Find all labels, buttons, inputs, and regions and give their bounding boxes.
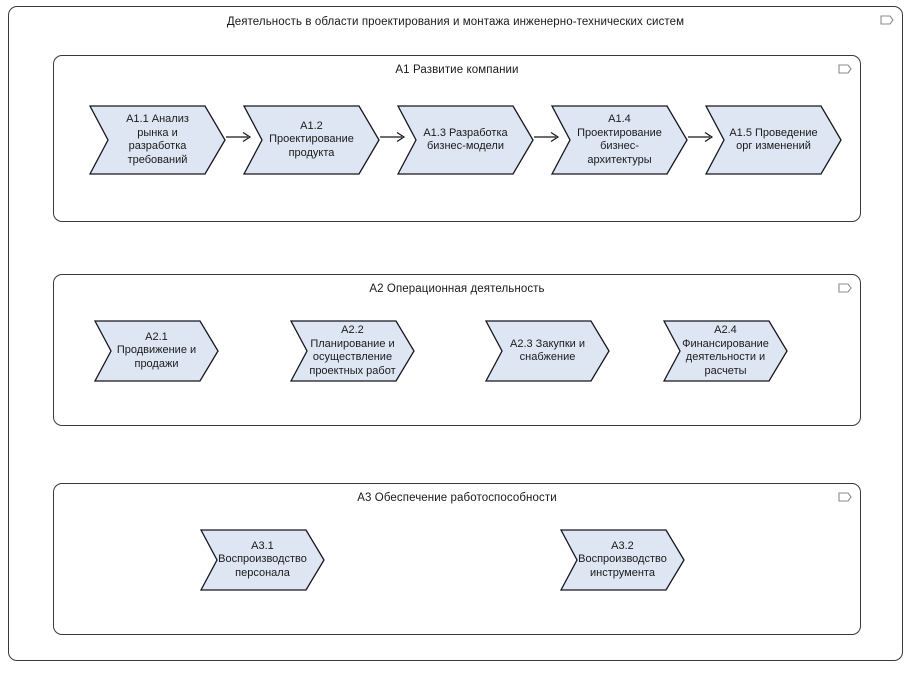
process-shape-label: A1.2 Проектирование продукта <box>269 119 354 159</box>
process-shape-label: A2.2 Планирование и осуществление проект… <box>309 324 396 377</box>
process-shape-a1-2[interactable]: A1.2 Проектирование продукта <box>243 105 380 175</box>
process-shape-a2-3[interactable]: A2.3 Закупки и снабжение <box>485 320 610 382</box>
group-title-a2: A2 Операционная деятельность <box>369 283 545 295</box>
group-box-a3[interactable]: A3 Обеспечение работоспособности <box>53 483 861 635</box>
process-shape-label: A3.2 Воспроизводство инструмента <box>578 539 667 579</box>
process-shape-a2-2[interactable]: A2.2 Планирование и осуществление проект… <box>290 320 415 382</box>
group-title-a3: A3 Обеспечение работоспособности <box>357 492 557 504</box>
process-shape-label: A2.3 Закупки и снабжение <box>510 337 585 364</box>
process-shape-label: A2.1 Продвижение и продажи <box>116 330 197 370</box>
connector-arrow-a1-4-to-a1-5 <box>688 131 714 143</box>
process-shape-label: A1.5 Проведение орг изменений <box>729 126 818 153</box>
process-shape-label: A1.3 Разработка бизнес-модели <box>423 126 508 153</box>
process-shape-label: A1.4 Проектирование бизнес- архитектуры <box>577 113 662 166</box>
group-title-a1: A1 Развитие компании <box>395 64 519 76</box>
process-shape-a2-1[interactable]: A2.1 Продвижение и продажи <box>94 320 219 382</box>
diagram-title: Деятельность в области проектирования и … <box>226 16 685 28</box>
process-shape-a3-1[interactable]: A3.1 Воспроизводство персонала <box>200 529 325 591</box>
process-shape-a1-1[interactable]: A1.1 Анализ рынка и разработка требовани… <box>89 105 226 175</box>
process-shape-a1-4[interactable]: A1.4 Проектирование бизнес- архитектуры <box>551 105 688 175</box>
process-shape-label: A3.1 Воспроизводство персонала <box>218 539 307 579</box>
process-shape-a1-5[interactable]: A1.5 Проведение орг изменений <box>705 105 842 175</box>
connector-arrow-a1-3-to-a1-4 <box>534 131 560 143</box>
process-shape-label: A1.1 Анализ рынка и разработка требовани… <box>126 113 189 166</box>
process-shape-a1-3[interactable]: A1.3 Разработка бизнес-модели <box>397 105 534 175</box>
process-shape-label: A2.4 Финансирование деятельности и расче… <box>682 324 769 377</box>
connector-arrow-a1-1-to-a1-2 <box>226 131 252 143</box>
process-shape-a2-4[interactable]: A2.4 Финансирование деятельности и расче… <box>663 320 788 382</box>
process-shape-a3-2[interactable]: A3.2 Воспроизводство инструмента <box>560 529 685 591</box>
connector-arrow-a1-2-to-a1-3 <box>380 131 406 143</box>
